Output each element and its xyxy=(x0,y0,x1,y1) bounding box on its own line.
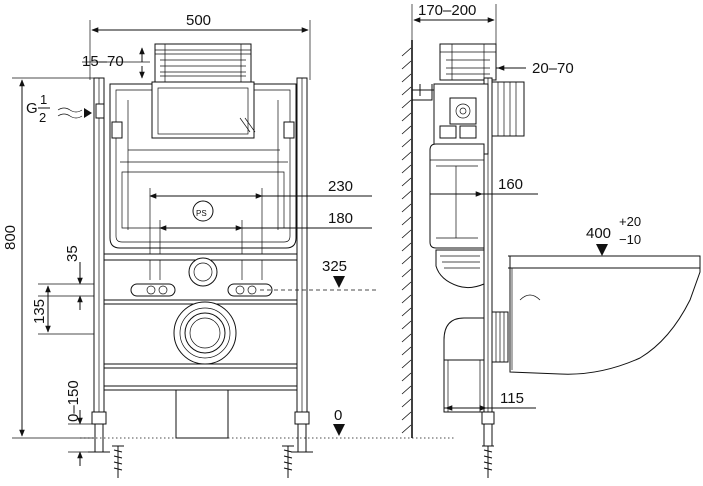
width-label: 500 xyxy=(186,12,211,29)
wall-hatch-line xyxy=(401,268,412,278)
frame-posts xyxy=(88,77,313,478)
wall-hatch-line xyxy=(401,294,412,304)
wall xyxy=(401,40,413,438)
wall-hatch-line xyxy=(401,307,412,317)
wall-hatch-line xyxy=(401,242,412,252)
wall-hatch-line xyxy=(401,398,412,408)
label-0-150: 0–150 xyxy=(65,380,82,422)
supply-label-den: 2 xyxy=(39,110,46,125)
mounting-slots xyxy=(130,283,273,297)
cistern-body: PS xyxy=(95,81,297,249)
side-adjust-label: 20–70 xyxy=(532,60,574,77)
wall-hatch-line xyxy=(401,411,412,421)
wall-hatching xyxy=(401,47,412,434)
height-label: 800 xyxy=(2,225,19,250)
top-adjust-label: 15–70 xyxy=(82,53,124,70)
flush-outlet xyxy=(188,257,218,287)
floor-level: 0 xyxy=(80,407,454,439)
wall-hatch-line xyxy=(401,177,412,187)
side-foot xyxy=(481,411,495,478)
water-supply-label: G 1 2 xyxy=(26,92,92,125)
toilet-bowl xyxy=(508,255,701,375)
dimension-0-150: 0–150 xyxy=(65,380,92,466)
supply-label-num: 1 xyxy=(40,92,47,107)
dimension-325: 325 xyxy=(260,258,376,291)
dimension-35-135: 35 135 xyxy=(31,245,94,335)
label-160: 160 xyxy=(498,176,523,193)
wall-hatch-line xyxy=(401,424,412,434)
label-35: 35 xyxy=(64,245,81,262)
wall-hatch-line xyxy=(401,281,412,291)
wall-hatch-line xyxy=(401,99,412,109)
inner-230-label: 230 xyxy=(328,178,353,195)
wall-hatch-line xyxy=(401,372,412,382)
wall-hatch-line xyxy=(401,203,412,213)
wall-hatch-line xyxy=(401,320,412,330)
top-adjust-dimension: 15–70 xyxy=(82,47,150,79)
label-115: 115 xyxy=(500,390,524,407)
wall-hatch-line xyxy=(401,112,412,122)
side-valve-housing xyxy=(433,81,525,155)
wall-hatch-line xyxy=(401,60,412,70)
svg-text:PS: PS xyxy=(196,209,207,218)
label-400: 400 xyxy=(586,225,611,242)
wall-hatch-line xyxy=(401,86,412,96)
wall-hatch-line xyxy=(401,229,412,239)
side-cistern xyxy=(429,143,485,249)
cistern-top-housing xyxy=(154,43,252,83)
wall-hatch-line xyxy=(401,385,412,395)
label-0-front: 0 xyxy=(334,407,342,424)
depth-label: 170–200 xyxy=(418,2,476,19)
side-115-dimension: 115 xyxy=(444,390,536,411)
label-325: 325 xyxy=(322,258,347,275)
inner-180-dimension: 180 xyxy=(159,210,372,280)
side-view: 170–200 20–70 xyxy=(401,2,701,478)
wall-hatch-line xyxy=(401,346,412,356)
wall-hatch-line xyxy=(401,190,412,200)
width-dimension: 500 xyxy=(89,12,311,80)
waste-outlet xyxy=(173,301,237,365)
side-pipes xyxy=(435,249,509,413)
label-135: 135 xyxy=(31,299,48,324)
side-adjust-dimension: 20–70 xyxy=(496,60,574,77)
wall-hatch-line xyxy=(401,255,412,265)
label-minus: −10 xyxy=(619,232,641,247)
depth-dimension: 170–200 xyxy=(411,2,497,44)
wall-hatch-line xyxy=(401,151,412,161)
front-view: 500 15–70 xyxy=(2,12,454,478)
label-plus: +20 xyxy=(619,214,641,229)
wall-hatch-line xyxy=(401,73,412,83)
wall-hatch-line xyxy=(401,125,412,135)
wall-hatch-line xyxy=(401,216,412,226)
side-160-dimension: 160 xyxy=(430,176,538,197)
supply-label-prefix: G xyxy=(26,100,38,117)
wall-hatch-line xyxy=(401,138,412,148)
wall-hatch-line xyxy=(401,47,412,57)
inner-230-dimension: 230 xyxy=(149,178,372,280)
wall-hatch-line xyxy=(401,359,412,369)
wall-hatch-line xyxy=(401,164,412,174)
inner-180-label: 180 xyxy=(328,210,353,227)
bowl-height-dimension: 400 +20 −10 xyxy=(586,214,700,257)
side-top-housing xyxy=(439,43,497,81)
wall-hatch-line xyxy=(401,333,412,343)
